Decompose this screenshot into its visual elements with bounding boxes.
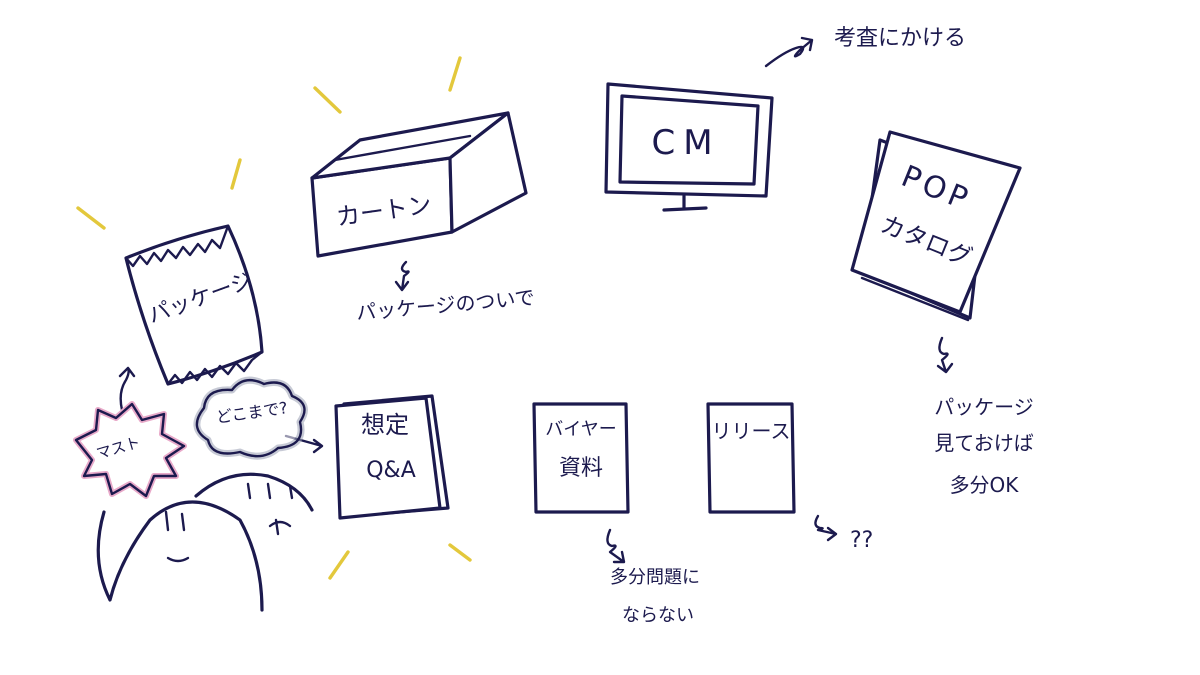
thought-cloud-icon xyxy=(193,376,308,460)
carton-note-arrow xyxy=(394,260,410,292)
buyer-label-line2: 資料 xyxy=(558,456,603,481)
cm-note: 考査にかける xyxy=(834,26,967,51)
buyer-document-icon xyxy=(532,402,630,514)
pop-note-line1: パッケージ xyxy=(934,395,1034,419)
qa-document-icon xyxy=(334,394,450,520)
buyer-label-line1: バイヤー xyxy=(545,419,617,440)
package-highlight-marks xyxy=(76,158,242,230)
cm-label: CM xyxy=(651,123,721,163)
release-document-icon xyxy=(706,402,796,514)
carton-box-icon xyxy=(310,111,528,258)
release-note-arrow xyxy=(814,514,838,542)
arrow-icons xyxy=(118,36,954,564)
people-heads-icon xyxy=(96,472,314,612)
buyer-note-line1: 多分問題に xyxy=(610,567,700,588)
pop-note-line2: 見ておけば xyxy=(934,431,1034,455)
must-burst-icon xyxy=(73,401,187,499)
pop-catalog-icon xyxy=(850,130,1022,322)
release-label: リリース xyxy=(711,419,791,443)
qa-label-line2: Q&A xyxy=(366,458,416,483)
package-bag-icon xyxy=(124,224,264,386)
pop-note-arrow xyxy=(936,336,954,374)
must-to-package-arrow xyxy=(118,366,136,412)
release-note: ?? xyxy=(850,528,874,553)
qa-highlight-marks xyxy=(328,543,472,580)
cm-note-arrow xyxy=(764,36,814,68)
buyer-note-line2: ならない xyxy=(622,605,694,626)
cm-monitor-icon xyxy=(604,82,774,212)
carton-highlight-marks xyxy=(313,56,462,114)
buyer-note-arrow xyxy=(606,528,626,564)
pop-note-line3: 多分OK xyxy=(949,473,1019,497)
qa-label-line1: 想定 xyxy=(361,411,409,439)
